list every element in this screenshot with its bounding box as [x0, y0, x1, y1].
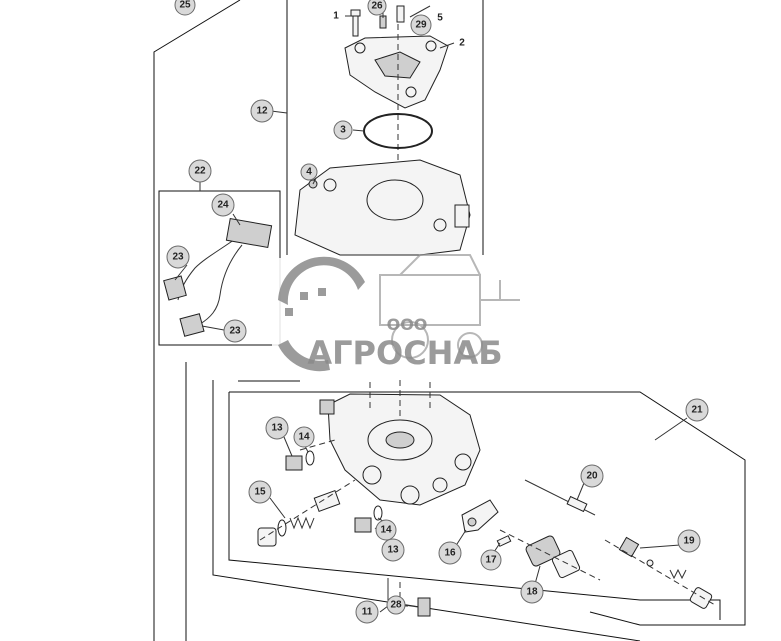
svg-text:4: 4 [306, 167, 312, 178]
svg-text:11: 11 [362, 607, 373, 618]
valve-housing-assembly [257, 380, 716, 617]
callout-14-lower: 14 [375, 519, 397, 541]
watermark-small-text: ООО [387, 315, 428, 334]
leader-lines [174, 5, 688, 613]
callout-14-upper: 14 [293, 426, 315, 448]
plain-labels: 1 5 2 [333, 11, 465, 49]
svg-text:17: 17 [485, 555, 497, 566]
svg-text:25: 25 [179, 0, 191, 11]
callout-16: 16 [438, 541, 462, 565]
callout-23-upper: 23 [166, 245, 190, 269]
svg-text:19: 19 [683, 536, 695, 547]
callout-15: 15 [248, 480, 272, 504]
svg-text:23: 23 [229, 326, 241, 337]
callout-23-lower: 23 [223, 319, 247, 343]
callout-label-5: 5 [437, 13, 443, 24]
callout-11: 11 [355, 600, 379, 624]
combine-harvester-icon [379, 254, 520, 359]
svg-text:24: 24 [217, 200, 229, 211]
callout-18: 18 [520, 580, 544, 604]
callout-20: 20 [580, 464, 604, 488]
svg-text:14: 14 [298, 432, 310, 443]
svg-text:20: 20 [586, 471, 598, 482]
svg-text:13: 13 [387, 545, 399, 556]
watermark-brand-text: АГРОСНАБ [307, 334, 502, 372]
svg-text:13: 13 [271, 423, 283, 434]
callout-label-2: 2 [459, 38, 465, 49]
callout-24: 24 [211, 193, 235, 217]
agrosnab-watermark: ООО АГРОСНАБ [272, 254, 532, 380]
svg-text:26: 26 [371, 1, 383, 12]
callout-28: 28 [386, 595, 406, 615]
svg-text:15: 15 [254, 487, 266, 498]
svg-text:18: 18 [526, 587, 538, 598]
svg-text:14: 14 [380, 525, 392, 536]
svg-text:21: 21 [691, 405, 703, 416]
callout-17: 17 [480, 549, 502, 571]
callout-3: 3 [333, 120, 353, 140]
callout-19: 19 [677, 529, 701, 553]
svg-text:28: 28 [390, 600, 402, 611]
wiring-harness [163, 217, 273, 337]
gear-icon [285, 288, 326, 316]
svg-text:29: 29 [415, 20, 427, 31]
callout-label-1: 1 [333, 11, 339, 22]
callout-4: 4 [300, 163, 318, 181]
frame-lines [153, 0, 746, 641]
callout-25: 25 [174, 0, 196, 16]
callout-29: 29 [410, 14, 432, 36]
svg-text:3: 3 [340, 125, 346, 136]
svg-text:22: 22 [194, 166, 206, 177]
svg-text:23: 23 [172, 252, 184, 263]
callout-22: 22 [188, 159, 212, 183]
top-cover-assembly [294, 5, 471, 256]
callout-13-upper: 13 [265, 416, 289, 440]
callout-26: 26 [367, 0, 387, 16]
callout-12: 12 [250, 99, 274, 123]
callout-21: 21 [685, 398, 709, 422]
svg-text:16: 16 [444, 548, 456, 559]
svg-text:12: 12 [256, 106, 268, 117]
callout-bubbles: 25 26 29 12 3 4 22 24 23 23 21 13 14 15 … [166, 0, 709, 624]
callout-13-lower: 13 [381, 538, 405, 562]
